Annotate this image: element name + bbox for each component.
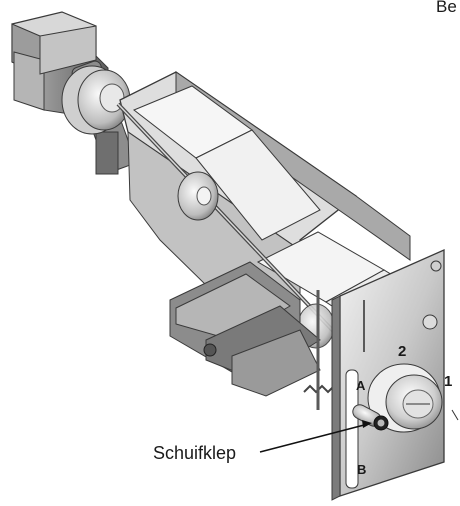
slide-valve[interactable] — [350, 402, 389, 431]
edge-tick — [451, 409, 459, 421]
support-bracket — [169, 261, 341, 397]
dial-knob[interactable] — [367, 363, 443, 433]
scale-mark-a: A — [356, 378, 366, 393]
scale-mark-b: B — [357, 462, 366, 477]
schuifklep-label: Schuifklep — [153, 443, 237, 463]
dial-position-1: 1 — [444, 373, 452, 390]
dial-position-2: 2 — [398, 343, 406, 360]
schuifklep-leader — [259, 420, 372, 453]
top-right-label: Be — [436, 0, 457, 16]
